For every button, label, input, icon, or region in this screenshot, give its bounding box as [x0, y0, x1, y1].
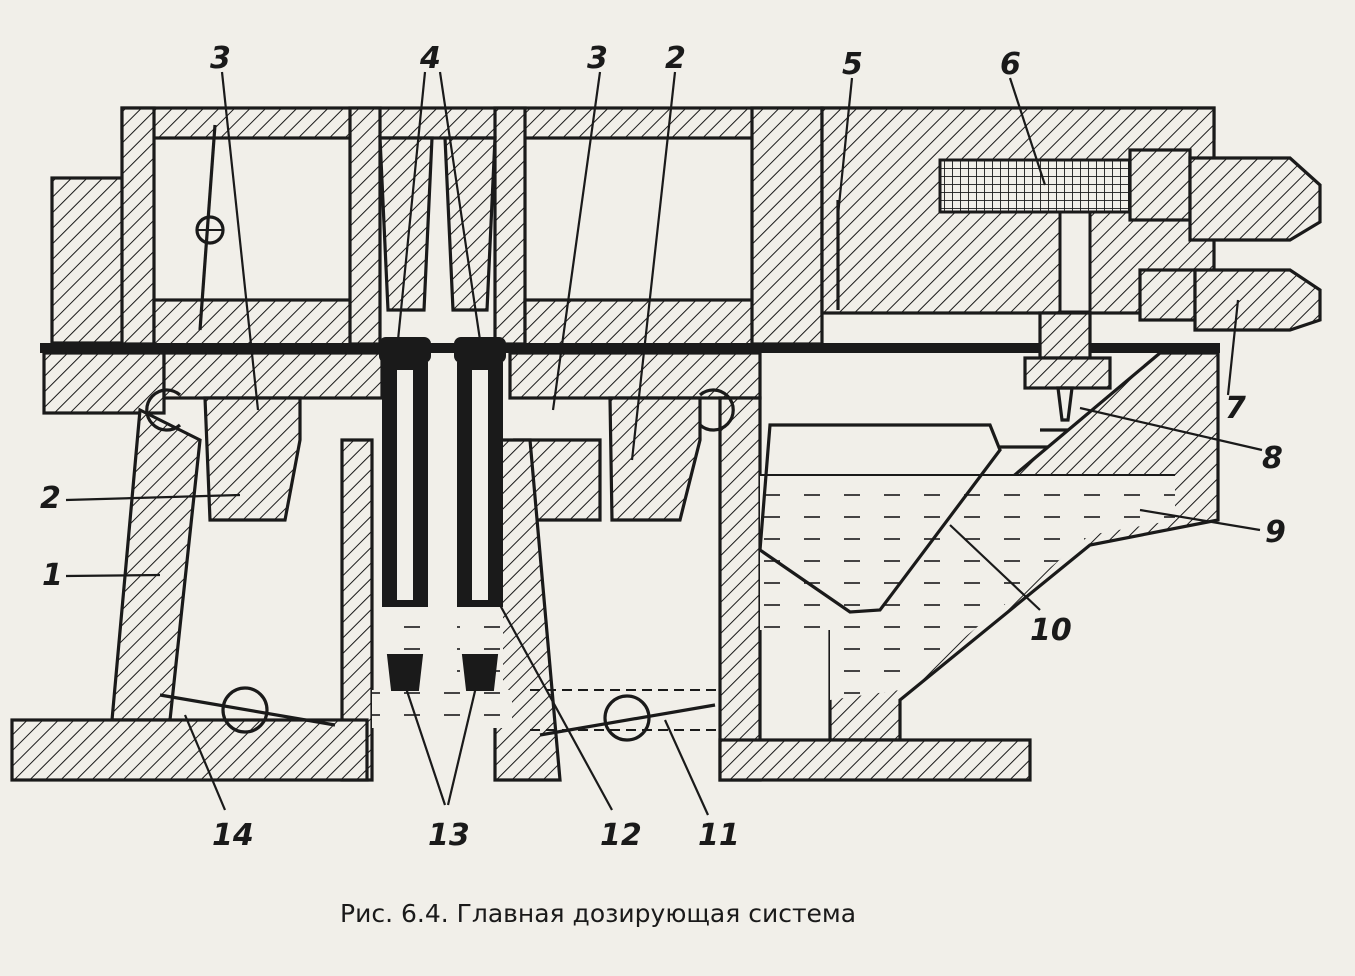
needle: [1056, 386, 1074, 422]
cover-left-floor: [152, 298, 356, 347]
leader-7: [1226, 299, 1240, 396]
body-left-bridge: [162, 351, 384, 400]
leader-13-left: [398, 669, 447, 806]
venturi-nozzles: [378, 136, 497, 312]
figure-caption: Рис. 6.4. Главная дозирующая система: [340, 899, 856, 928]
cover-center-left-wall: [348, 106, 382, 346]
air-jet-right: [454, 337, 506, 363]
cover-center-right-wall: [493, 106, 527, 346]
throttle-axle-right: [603, 694, 651, 742]
inlet-fitting-upper: [1128, 148, 1192, 222]
leader-1: [65, 573, 161, 578]
throttle-plate-left: [159, 693, 336, 727]
gasket: [40, 343, 1220, 353]
emulsion-bore-right: [472, 370, 488, 600]
damper-plate: [198, 124, 217, 331]
left-nozzle-channel: [378, 136, 434, 312]
air-damper: [195, 124, 225, 331]
callout-6: 6: [1000, 47, 1021, 82]
needle-valve: [1023, 311, 1112, 422]
emulsion-tubes: [372, 337, 512, 728]
callout-labels: 3 4 3 2 5 6 7 8 9 10 2 1 14 13 12 11: [40, 41, 1286, 853]
right-small-venturi: [608, 396, 702, 522]
callout-4: 4: [419, 41, 441, 76]
jet-well-fuel: [372, 690, 512, 728]
callout-1: 1: [42, 558, 63, 593]
leader-2a: [630, 71, 677, 461]
air-jet-left: [379, 337, 431, 363]
valve-seat-body: [1038, 311, 1092, 360]
main-jet-left: [386, 654, 424, 691]
leader-3a: [220, 71, 260, 411]
body-right-wall: [718, 396, 762, 782]
callout-14: 14: [212, 818, 254, 853]
callout-5: 5: [842, 47, 863, 82]
emulsion-bore-left: [397, 370, 413, 600]
inlet-nipple-upper: [1188, 156, 1322, 242]
cover-right-wall: [750, 106, 824, 346]
leader-14: [183, 714, 227, 811]
top-cover: [50, 106, 1216, 347]
inlet-nipple-lower: [1193, 268, 1322, 332]
callout-3b: 3: [587, 41, 608, 76]
float-chamber: [530, 423, 1175, 731]
float: [758, 423, 1002, 614]
leader-10: [949, 524, 1041, 611]
callout-11: 11: [698, 818, 740, 853]
leader-12: [499, 604, 613, 811]
leader-6: [1008, 77, 1047, 186]
throttle-axle-left: [221, 686, 269, 734]
leader-11: [663, 719, 710, 816]
leader-8: [1079, 406, 1263, 452]
callout-2b: 2: [40, 481, 61, 516]
callout-13: 13: [428, 818, 470, 853]
ring-left: [145, 388, 182, 432]
callout-2a: 2: [665, 41, 686, 76]
left-small-venturi: [203, 396, 302, 522]
leader-lines: [65, 71, 1263, 816]
callout-8: 8: [1262, 441, 1283, 476]
inlet-fitting-lower: [1138, 268, 1197, 322]
callout-7: 7: [1225, 391, 1246, 426]
leader-5: [836, 77, 854, 216]
valve-seat-nut: [1023, 356, 1112, 390]
center-block-left: [340, 438, 374, 782]
callout-9: 9: [1265, 515, 1286, 550]
callout-3a: 3: [210, 41, 231, 76]
callout-10: 10: [1030, 613, 1072, 648]
cover-left-boss: [50, 176, 129, 345]
base-flange-right: [718, 738, 1032, 782]
body-left-wall: [110, 407, 202, 722]
base-flange-left: [10, 718, 369, 782]
fuel-inlet: [938, 148, 1322, 332]
damper-axle: [195, 215, 225, 245]
callout-12: 12: [600, 818, 642, 853]
leader-4-right: [438, 71, 482, 341]
cover-left-wall: [120, 106, 156, 346]
cover-right-floor: [523, 298, 757, 347]
leader-3b: [551, 71, 602, 411]
right-nozzle-channel: [443, 136, 497, 312]
ring-right: [698, 388, 735, 432]
leader-2b: [65, 493, 241, 502]
leader-9: [1139, 508, 1261, 532]
leader-4-left: [396, 71, 427, 341]
leader-13-right: [446, 669, 482, 806]
fuel-passage: [1058, 210, 1092, 314]
chamber-fuel: [760, 475, 1175, 700]
body-left-flange: [42, 351, 166, 415]
